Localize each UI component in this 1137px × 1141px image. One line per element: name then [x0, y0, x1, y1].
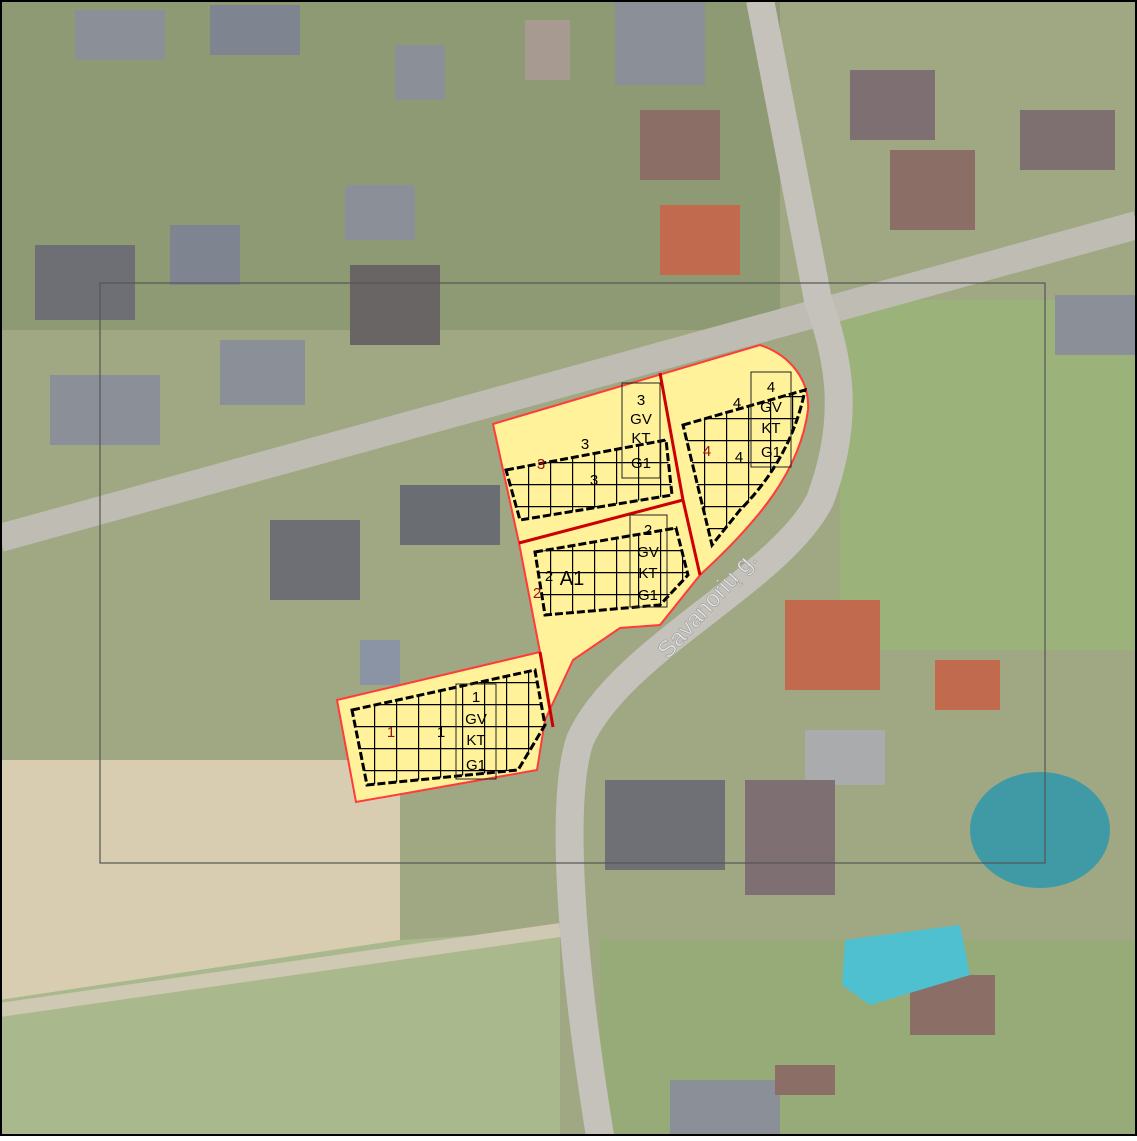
zone-label: A1 [560, 568, 584, 590]
buildings [35, 0, 1135, 1136]
building [775, 1065, 835, 1095]
building [935, 660, 1000, 710]
road-east-west [0, 211, 1137, 552]
building [660, 205, 740, 275]
legend-box-3 [621, 382, 661, 479]
road-savanoriu [555, 0, 853, 1139]
building-zones [350, 387, 807, 787]
legend-4-line-2: GV [760, 399, 782, 416]
plot-number-4-b: 4 [735, 449, 743, 466]
plot-dividers [518, 372, 702, 728]
legend-1-line-1: 1 [472, 689, 480, 706]
building [1020, 110, 1115, 170]
legend-3-line-2: GV [630, 411, 652, 428]
legend-1-line-4: G1 [466, 757, 486, 774]
legend-4-line-1: 4 [767, 379, 775, 396]
building [670, 1080, 780, 1136]
building [640, 110, 720, 180]
pool [842, 925, 970, 1005]
building-zone-4 [681, 387, 807, 549]
legend-1-line-3: KT [466, 732, 485, 749]
building [350, 265, 440, 345]
legend-box-1 [455, 683, 497, 780]
pond [970, 772, 1110, 888]
building [745, 780, 835, 895]
building [50, 375, 160, 445]
plot-number-2-a: 2 [545, 568, 553, 585]
plot-number-3-b: 3 [590, 472, 598, 489]
plot-number-3-a: 3 [581, 436, 589, 453]
building [170, 225, 240, 285]
building-zone-1 [350, 668, 547, 787]
building [890, 150, 975, 230]
building [220, 340, 305, 405]
building [605, 780, 725, 870]
meadow-east [840, 300, 1137, 650]
legend-4-line-4: G1 [761, 444, 781, 461]
plot-number-red-2: 2 [533, 585, 541, 602]
plot-number-red-3: 3 [537, 456, 545, 473]
green-field-south [0, 930, 560, 1136]
plot-numbers: 3 3 3 4 4 4 2 2 1 1 [387, 395, 743, 741]
building [615, 0, 705, 85]
legend-2-line-2: GV [637, 544, 659, 561]
building [360, 640, 400, 685]
legend-3-line-1: 3 [637, 392, 645, 409]
plot-legend-boxes [455, 371, 792, 780]
legend-box-2 [629, 514, 668, 608]
plan-boundary [99, 282, 1046, 864]
legend-4-line-3: KT [761, 420, 780, 437]
building [785, 600, 880, 690]
building [400, 485, 500, 545]
legend-2-line-3: KT [638, 565, 657, 582]
field-track [0, 923, 561, 1017]
divider-3-4 [658, 372, 685, 501]
plot-number-4-a: 4 [733, 395, 741, 412]
legend-2-line-4: G1 [638, 587, 658, 604]
legend-3-line-3: KT [631, 430, 650, 447]
building-zone-3 [504, 438, 674, 522]
legend-3-line-4: G1 [631, 455, 651, 472]
building [395, 45, 445, 100]
plot-number-1-a: 1 [437, 724, 445, 741]
building [850, 70, 935, 140]
divider-3-2 [518, 498, 684, 545]
plot-number-red-1: 1 [387, 724, 395, 741]
building [210, 5, 300, 55]
building [345, 185, 415, 240]
building [525, 20, 570, 80]
legend-box-4 [750, 371, 792, 468]
legend-1-line-2: GV [465, 711, 487, 728]
building [805, 730, 885, 785]
plot-number-red-4: 4 [703, 443, 711, 460]
divider-1-2 [538, 651, 555, 728]
building-zone-2 [533, 526, 690, 617]
legend-texts: 3 GV KT G1 4 GV KT G1 2 GV KT G1 1 GV KT… [465, 379, 782, 774]
divider-2-4 [681, 499, 702, 576]
building [75, 10, 165, 60]
building [1055, 295, 1135, 355]
legend-2-line-1: 2 [644, 522, 652, 539]
building [270, 520, 360, 600]
